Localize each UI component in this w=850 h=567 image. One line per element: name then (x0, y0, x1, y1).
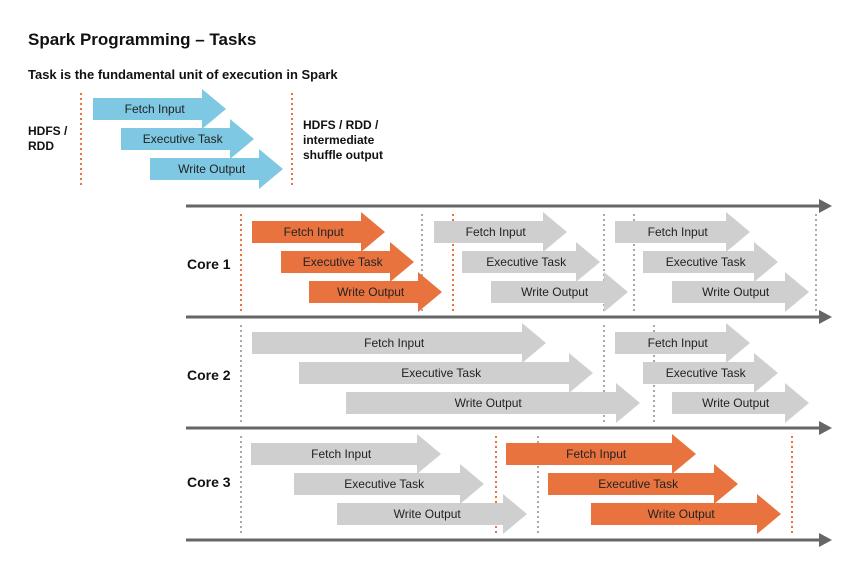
core-2-task-2-fetch-arrow (615, 323, 750, 363)
core-2-task-1-write-arrow (346, 383, 640, 423)
core-3-task-1-exec-arrow (294, 464, 484, 504)
legend-write-output-label: Write Output (178, 162, 246, 176)
core-2-label: Core 2 (187, 367, 231, 383)
core-2-task-1-exec-label: Executive Task (401, 366, 482, 380)
core-2-task-1-fetch-arrow (252, 323, 546, 363)
core-2-task-2-exec-label: Executive Task (666, 366, 747, 380)
core-1-task-1-write-label: Write Output (337, 285, 405, 299)
core-1-task-2-fetch-arrow (434, 212, 567, 252)
legend-fetch-input-label: Fetch Input (125, 102, 186, 116)
core-3-task-2-write-label: Write Output (648, 507, 716, 521)
core-3-label: Core 3 (187, 474, 231, 490)
axis-core-2-head (819, 421, 832, 435)
core-3-task-1-write-label: Write Output (394, 507, 462, 521)
core-2-task-2-write-label: Write Output (702, 396, 770, 410)
core-2-task-2-exec-arrow (643, 353, 778, 393)
core-1-task-3-fetch-arrow (615, 212, 750, 252)
core-3-task-1-write-arrow (337, 494, 527, 534)
core-1-task-3-exec-arrow (643, 242, 778, 282)
core-3-task-2-exec-label: Executive Task (598, 477, 679, 491)
core-1-task-1-exec-arrow (281, 242, 414, 282)
page-subtitle: Task is the fundamental unit of executio… (28, 67, 338, 82)
core-1-task-2-exec-label: Executive Task (486, 255, 567, 269)
core-1-task-1-fetch-arrow (252, 212, 385, 252)
legend-executive-task-label: Executive Task (143, 132, 224, 146)
legend-executive-task-arrow (121, 119, 254, 159)
core-1-task-2-exec-arrow (462, 242, 600, 282)
page-title: Spark Programming – Tasks (28, 30, 257, 49)
legend-write-output-arrow (150, 149, 283, 189)
core-3-task-2-fetch-label: Fetch Input (566, 447, 627, 461)
core-2-task-2-write-arrow (672, 383, 809, 423)
core-3-task-2-write-arrow (591, 494, 781, 534)
core-1-task-3-exec-label: Executive Task (666, 255, 747, 269)
core-1-task-2-write-arrow (491, 272, 628, 312)
legend-source-label: HDFS /RDD (28, 124, 68, 153)
axis-core-1-head (819, 310, 832, 324)
core-3-task-1-fetch-arrow (251, 434, 441, 474)
axis-core-3-head (819, 533, 832, 547)
core-2-task-1-exec-arrow (299, 353, 593, 393)
core-1-label: Core 1 (187, 256, 231, 272)
core-3-task-1-exec-label: Executive Task (344, 477, 425, 491)
core-1-task-1-exec-label: Executive Task (303, 255, 384, 269)
core-1-task-3-fetch-label: Fetch Input (648, 225, 709, 239)
core-3-task-1-fetch-label: Fetch Input (311, 447, 372, 461)
core-1-task-1-write-arrow (309, 272, 442, 312)
core-1-task-2-write-label: Write Output (521, 285, 589, 299)
core-3-task-2-exec-arrow (548, 464, 738, 504)
core-2-task-1-write-label: Write Output (455, 396, 523, 410)
legend-fetch-input-arrow (93, 89, 226, 129)
axis-top-head (819, 199, 832, 213)
core-2-task-1-fetch-label: Fetch Input (364, 336, 425, 350)
core-3-task-2-fetch-arrow (506, 434, 696, 474)
core-1-task-3-write-label: Write Output (702, 285, 770, 299)
core-1-task-2-fetch-label: Fetch Input (466, 225, 527, 239)
core-1-task-3-write-arrow (672, 272, 809, 312)
core-2-task-2-fetch-label: Fetch Input (648, 336, 709, 350)
core-1-task-1-fetch-label: Fetch Input (284, 225, 345, 239)
